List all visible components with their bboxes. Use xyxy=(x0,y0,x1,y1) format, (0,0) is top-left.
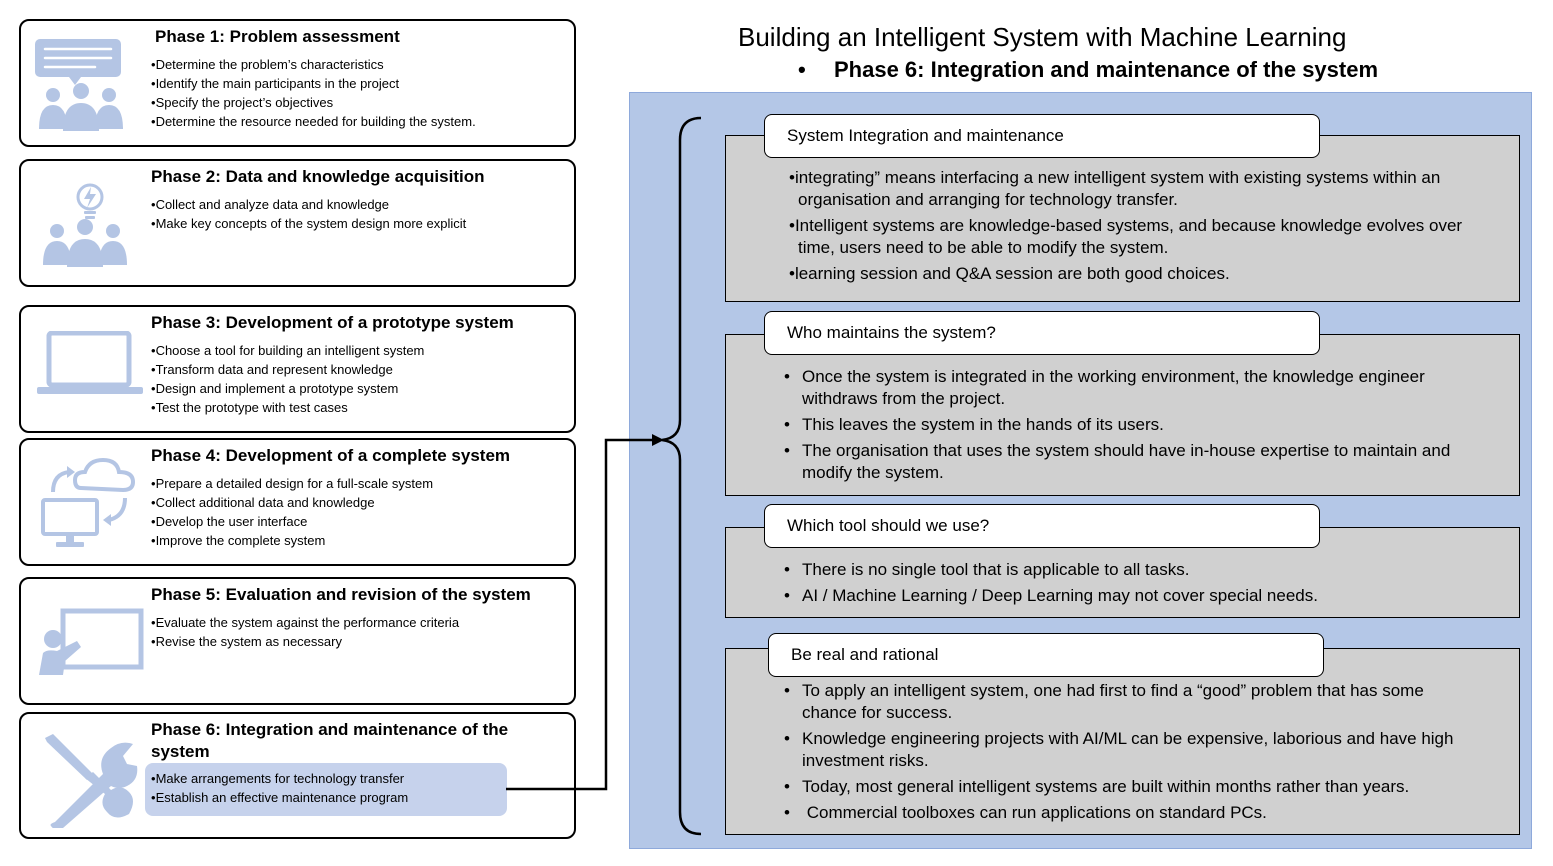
curly-brace xyxy=(661,116,702,836)
section-bullet: Today, most general intelligent systems … xyxy=(784,776,1464,798)
section-bullet: Intelligent systems are knowledge-based … xyxy=(789,215,1469,259)
section-bullet-list: To apply an intelligent system, one had … xyxy=(784,680,1464,828)
phase-bullet: Improve the complete system xyxy=(151,531,514,550)
phase-bullet: Prepare a detailed design for a full-sca… xyxy=(151,474,514,493)
section-bullet-list: Once the system is integrated in the wor… xyxy=(784,366,1464,488)
phase-title: Phase 2: Data and knowledge acquisition xyxy=(151,167,485,186)
presentation-people-icon xyxy=(35,39,123,131)
section-heading: Be real and rational xyxy=(768,633,1324,677)
phase-bullet: Identify the main participants in the pr… xyxy=(151,74,514,93)
phase-bullet: Make arrangements for technology transfe… xyxy=(151,769,514,788)
phase-bullet: Develop the user interface xyxy=(151,512,514,531)
phase-bullet-list: Prepare a detailed design for a full-sca… xyxy=(151,474,514,550)
cloud-sync-icon xyxy=(41,457,136,547)
section-bullet: AI / Machine Learning / Deep Learning ma… xyxy=(784,585,1464,607)
section-bullet: learning session and Q&A session are bot… xyxy=(789,263,1469,285)
phase-bullet: Determine the resource needed for buildi… xyxy=(151,112,514,131)
phase-bullet-list: Determine the problem’s characteristics … xyxy=(151,55,514,131)
section-heading: Which tool should we use? xyxy=(764,504,1320,548)
phase-title: Phase 3: Development of a prototype syst… xyxy=(151,313,514,332)
phase-bullet: Specify the project’s objectives xyxy=(151,93,514,112)
section-bullet: To apply an intelligent system, one had … xyxy=(784,680,1464,724)
phase-bullet: Make key concepts of the system design m… xyxy=(151,214,514,233)
phase-bullet-list: Evaluate the system against the performa… xyxy=(151,613,514,651)
section-heading: Who maintains the system? xyxy=(764,311,1320,355)
teacher-board-icon xyxy=(39,608,144,675)
section-bullet: integrating” means interfacing a new int… xyxy=(789,167,1469,211)
phase-2-card: Phase 2: Data and knowledge acquisition … xyxy=(19,159,576,287)
section-bullet: This leaves the system in the hands of i… xyxy=(784,414,1464,436)
phase-title: Phase 5: Evaluation and revision of the … xyxy=(151,585,531,604)
phase-title: Phase 1: Problem assessment xyxy=(155,27,400,46)
phase-title: Phase 6: Integration and maintenance of … xyxy=(151,720,509,761)
phase-bullet: Evaluate the system against the performa… xyxy=(151,613,514,632)
connector-arrowhead xyxy=(652,434,664,446)
main-subtitle: • Phase 6: Integration and maintenance of… xyxy=(798,56,1378,84)
phase-bullet: Collect additional data and knowledge xyxy=(151,493,514,512)
phase-bullet: Design and implement a prototype system xyxy=(151,379,514,398)
phase-bullet-list: Make arrangements for technology transfe… xyxy=(151,769,514,807)
section-bullet: The organisation that uses the system sh… xyxy=(784,440,1464,484)
phase-bullet: Revise the system as necessary xyxy=(151,632,514,651)
phase-1-card: Phase 1: Problem assessment Determine th… xyxy=(19,19,576,147)
phase-bullet-list: Collect and analyze data and knowledge M… xyxy=(151,195,514,233)
phase-bullet: Determine the problem’s characteristics xyxy=(151,55,514,74)
phase-bullet: Collect and analyze data and knowledge xyxy=(151,195,514,214)
main-title: Building an Intelligent System with Mach… xyxy=(738,22,1347,52)
phase-bullet: Choose a tool for building an intelligen… xyxy=(151,341,514,360)
phase-bullet: Transform data and represent knowledge xyxy=(151,360,514,379)
phase-bullet: Establish an effective maintenance progr… xyxy=(151,788,514,807)
section-heading: System Integration and maintenance xyxy=(764,114,1320,158)
section-bullet: Knowledge engineering projects with AI/M… xyxy=(784,728,1464,772)
section-bullet-list: There is no single tool that is applicab… xyxy=(784,559,1464,611)
subtitle-bullet: • xyxy=(798,57,806,82)
subtitle-text: Phase 6: Integration and maintenance of … xyxy=(834,57,1379,82)
connector-arrow xyxy=(506,438,655,791)
idea-people-icon xyxy=(43,183,127,267)
section-bullet: There is no single tool that is applicab… xyxy=(784,559,1464,581)
phase-3-card: Phase 3: Development of a prototype syst… xyxy=(19,305,576,433)
section-bullet-list: integrating” means interfacing a new int… xyxy=(789,167,1469,289)
phase-bullet: Test the prototype with test cases xyxy=(151,398,514,417)
tools-icon xyxy=(45,734,138,828)
section-bullet: Once the system is integrated in the wor… xyxy=(784,366,1464,410)
phase-title: Phase 4: Development of a complete syste… xyxy=(151,446,511,465)
section-bullet: Commercial toolboxes can run application… xyxy=(784,802,1464,824)
phase-4-card: Phase 4: Development of a complete syste… xyxy=(19,438,576,566)
laptop-icon xyxy=(37,331,143,394)
phase-5-card: Phase 5: Evaluation and revision of the … xyxy=(19,577,576,705)
phase-bullet-list: Choose a tool for building an intelligen… xyxy=(151,341,514,417)
phase-6-card: Phase 6: Integration and maintenance of … xyxy=(19,712,576,839)
